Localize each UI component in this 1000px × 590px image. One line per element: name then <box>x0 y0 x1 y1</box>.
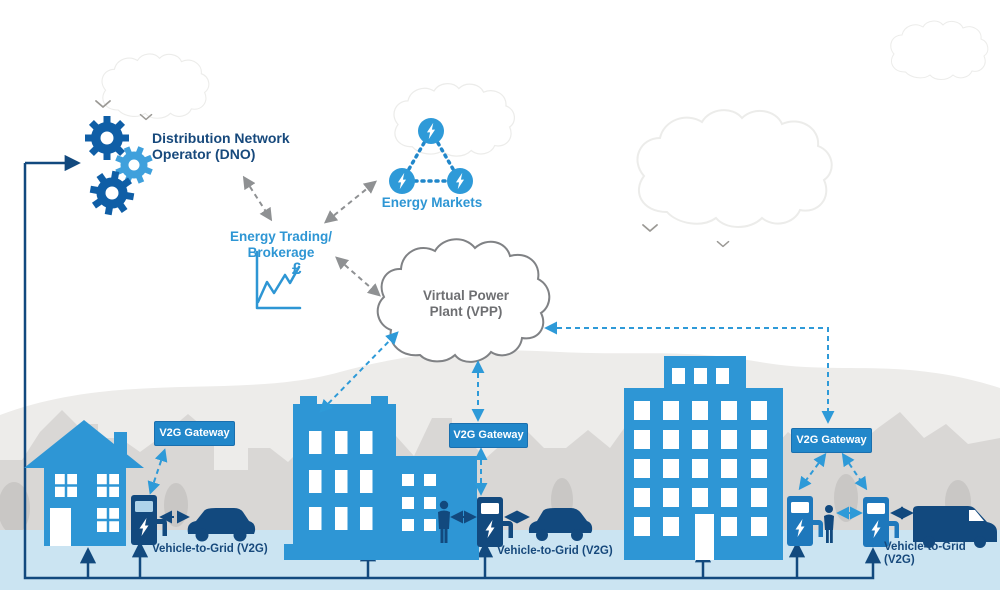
person <box>438 500 450 543</box>
cloud-icon <box>101 53 210 119</box>
ev-charger-2 <box>477 497 513 547</box>
energy-trading-line2: Brokerage <box>247 245 315 260</box>
cloud-icon <box>393 83 516 157</box>
v2g-label-3: Vehicle-to-Grid (V2G) <box>884 541 966 567</box>
vpp-label: Virtual Power Plant (VPP) <box>403 288 529 320</box>
door <box>695 514 714 560</box>
network-arrows <box>242 175 381 297</box>
bird-icon <box>642 224 658 232</box>
ev-charger-3 <box>787 496 823 546</box>
dno-label: Distribution Network Operator (DNO) <box>152 130 332 162</box>
car-hatchback <box>528 508 593 541</box>
pound-symbol: £ <box>292 259 302 278</box>
vpp-label-line2: Plant (VPP) <box>429 304 503 319</box>
arrow-gateway3-charger3 <box>798 452 827 491</box>
v2g-label-3-line1: Vehicle-to-Grid <box>884 541 966 553</box>
energy-markets-label: Energy Markets <box>381 195 483 210</box>
cloud-icon <box>636 109 833 228</box>
building-windows <box>309 431 436 531</box>
house <box>24 420 144 546</box>
dno-label-line2: Operator (DNO) <box>152 146 256 162</box>
arrow-vpp-gateway-3 <box>544 321 835 424</box>
background-clouds <box>101 20 989 228</box>
cloud-icon <box>890 20 989 80</box>
gateway-arrows <box>147 321 868 520</box>
arrow-dno-trading <box>242 175 273 222</box>
v2g-label-1: Vehicle-to-Grid (V2G) <box>152 543 268 555</box>
person <box>824 505 834 543</box>
van-window <box>969 510 984 521</box>
apartment-building <box>284 396 479 560</box>
energy-markets-icon <box>389 118 473 194</box>
vpp-label-line1: Virtual Power <box>422 288 510 303</box>
v2g-label-2: Vehicle-to-Grid (V2G) <box>497 545 613 557</box>
van <box>913 506 997 548</box>
v2g-gateway-badge-2: V2G Gateway <box>449 423 528 448</box>
ev-charger-4 <box>863 497 899 547</box>
arrow-gateway3-charger4 <box>841 452 868 491</box>
gears-icon <box>85 116 153 216</box>
trend-chart-icon <box>255 250 302 310</box>
energy-trading-line1: Energy Trading/ <box>229 229 333 244</box>
energy-trading-label: Energy Trading/ Brokerage <box>207 229 355 261</box>
grid-circuit-line <box>23 154 882 580</box>
car-sedan <box>187 508 256 542</box>
vehicle-arrows <box>159 506 914 524</box>
house-windows <box>55 474 119 532</box>
gear-icon <box>85 116 129 160</box>
v2g-gateway-badge-3: V2G Gateway <box>791 428 872 453</box>
v2g-gateway-badge-1: V2G Gateway <box>154 421 235 446</box>
bird-icon <box>716 240 730 248</box>
gear-icon <box>89 170 135 216</box>
door <box>50 508 71 546</box>
arrow-trading-markets <box>323 180 378 224</box>
arrow-trading-vpp <box>335 256 381 297</box>
arrow-gateway1-charger1 <box>147 448 168 495</box>
roof <box>24 420 144 468</box>
dno-label-line1: Distribution Network <box>152 130 290 146</box>
v2g-label-3-line2: (V2G) <box>884 554 915 566</box>
vpp-cloud <box>376 238 551 363</box>
